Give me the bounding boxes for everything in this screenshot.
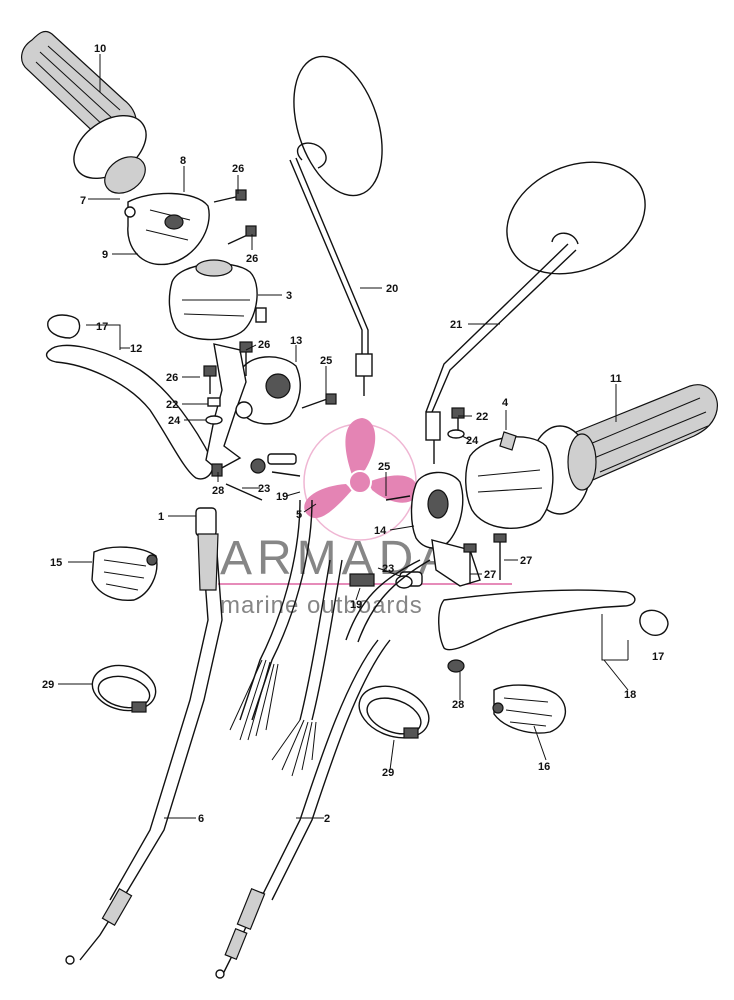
part-number: 22: [166, 399, 178, 411]
part-number: 28: [212, 485, 224, 497]
part-number: 26: [258, 339, 270, 351]
brake-lever: [438, 589, 669, 673]
clutch-lever-bracket: [205, 343, 301, 474]
clutch-lever: [45, 314, 214, 480]
part-number: 15: [50, 557, 62, 569]
part-number: 29: [382, 767, 394, 779]
fasteners-left: [203, 189, 337, 501]
part-number: 7: [80, 195, 86, 207]
left-master-switch-block: [168, 259, 267, 341]
part-number: 9: [102, 249, 108, 261]
part-number: 11: [610, 373, 622, 385]
part-number: 24: [466, 435, 479, 447]
cable-clamp-left: [91, 664, 157, 713]
part-number: 1: [158, 511, 164, 523]
part-number: 20: [386, 283, 398, 295]
right-mirror: [425, 161, 646, 464]
part-number-labels: 10 7 8 9 26 26 3 17 12 26 26 13 25 22 24…: [42, 43, 664, 825]
part-number: 25: [320, 355, 332, 367]
part-number: 27: [484, 569, 496, 581]
part-number: 28: [452, 699, 464, 711]
propeller-logo-icon: [303, 418, 418, 541]
part-number: 17: [652, 651, 664, 663]
part-number: 23: [382, 563, 394, 575]
part-number: 27: [520, 555, 532, 567]
part-number: 26: [232, 163, 244, 175]
part-number: 16: [538, 761, 550, 773]
watermark: ARMADA marine outboards: [218, 418, 512, 619]
part-number: 18: [624, 689, 636, 701]
part-number: 14: [374, 525, 387, 537]
stop-switch-right: [492, 684, 567, 734]
part-number: 21: [450, 319, 462, 331]
cable-clamp-right: [358, 685, 430, 739]
part-number: 29: [42, 679, 54, 691]
left-grip: [21, 30, 147, 194]
part-number: 17: [96, 321, 108, 333]
part-number: 23: [258, 483, 270, 495]
part-number: 19: [350, 599, 362, 611]
part-number: 6: [198, 813, 204, 825]
throttle-grip: [529, 384, 718, 515]
left-mirror: [289, 55, 383, 396]
right-switch-housing: [465, 431, 554, 529]
part-number: 24: [168, 415, 181, 427]
part-number: 19: [276, 491, 288, 503]
part-number: 12: [130, 343, 142, 355]
part-number: 3: [286, 290, 292, 302]
watermark-tagline: marine outboards: [220, 592, 423, 619]
part-number: 13: [290, 335, 302, 347]
part-number: 26: [246, 253, 258, 265]
part-number: 5: [296, 509, 302, 521]
part-number: 2: [324, 813, 330, 825]
fasteners-right: [349, 407, 507, 589]
stop-switch-left: [91, 546, 158, 601]
part-number: 26: [166, 372, 178, 384]
part-number: 10: [94, 43, 106, 55]
cables: [65, 499, 431, 979]
left-switch-housing: [124, 192, 210, 266]
part-number: 22: [476, 411, 488, 423]
part-number: 25: [378, 461, 390, 473]
part-number: 8: [180, 155, 186, 167]
leader-lines: [58, 54, 629, 819]
part-number: 4: [502, 397, 509, 409]
